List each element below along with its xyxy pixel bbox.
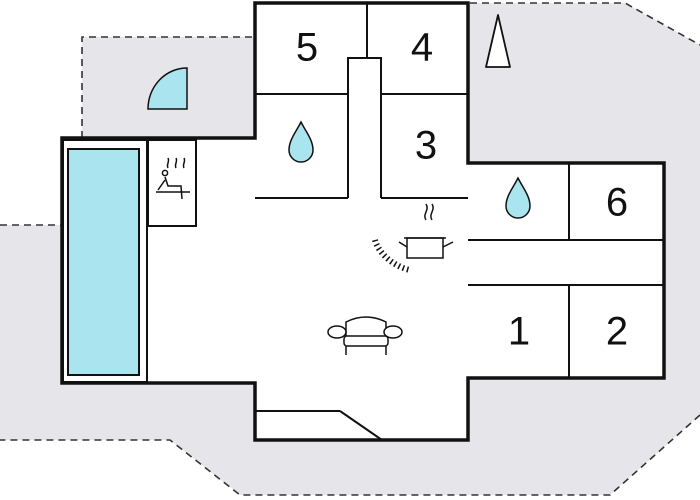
room-1-label: 1 (508, 310, 530, 354)
water-drop-icon (288, 120, 314, 163)
sauna-icon (156, 157, 190, 200)
room-2-label: 2 (606, 310, 628, 354)
sauna-room (147, 139, 197, 227)
sofa-icon (327, 316, 403, 355)
north-arrow-icon (485, 14, 511, 68)
walls (60, 1, 666, 442)
water-drop-icon (505, 176, 531, 219)
pool-icon (62, 139, 148, 383)
room-5-label: 5 (296, 26, 318, 70)
room-6-label: 6 (606, 181, 628, 225)
kitchen-pot-icon (372, 203, 454, 273)
room-4-label: 4 (411, 26, 433, 70)
room-labels: 5 4 3 6 1 2 (296, 26, 628, 354)
partitions (255, 3, 664, 441)
room-3-label: 3 (415, 124, 437, 168)
door-icon (147, 67, 188, 110)
